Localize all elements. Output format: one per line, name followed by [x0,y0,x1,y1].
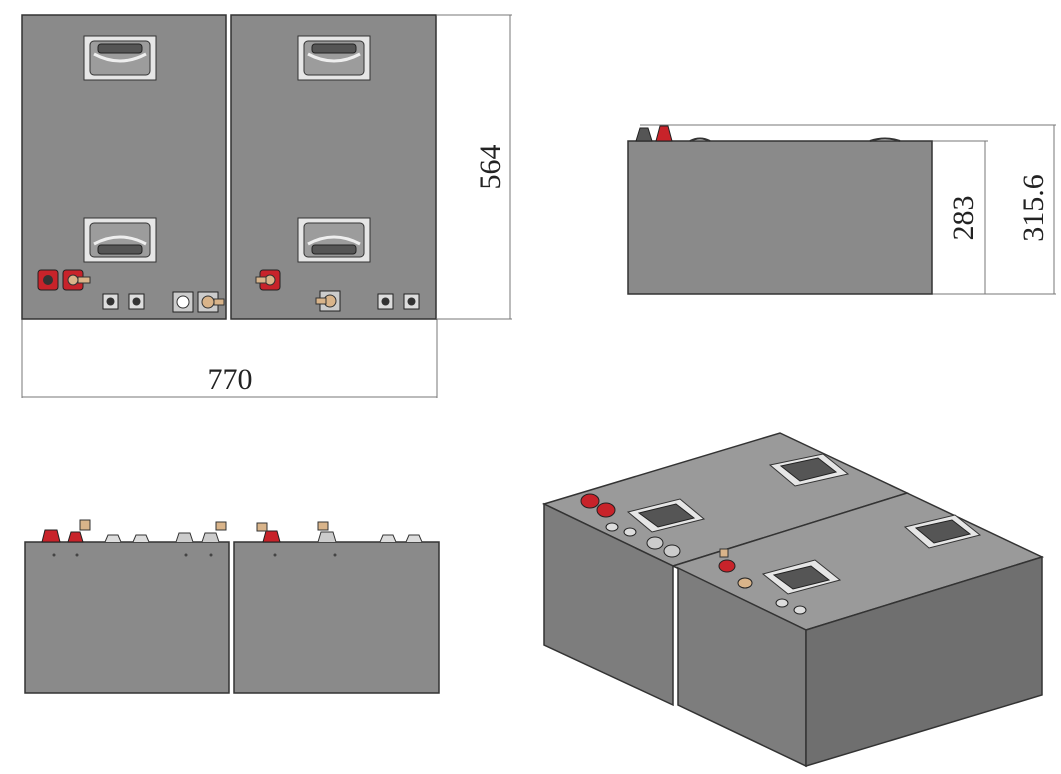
connector-port-icon [377,293,394,310]
side-view-case [627,140,933,295]
terminal-negative-icon [67,519,91,543]
handle-icon [83,217,157,263]
handle-icon [83,35,157,81]
handle-icon [297,35,371,81]
terminal-negative-icon [62,269,91,291]
front-view-module-left [24,541,230,694]
handle-icon [761,559,842,595]
top-view: 564 770 [21,14,512,398]
connector-port-icon [197,291,225,313]
iso-side-face-back [543,502,674,707]
terminal-positive-icon [255,269,281,291]
front-view [24,519,440,694]
terminal-positive-icon [41,529,61,543]
connector-port-icon [403,293,420,310]
terminal-positive-icon [718,548,736,573]
isometric-view [541,432,1045,768]
handle-icon [297,217,371,263]
terminal-positive-icon [37,269,59,291]
handle-icon [626,498,706,533]
connector-port-icon [128,293,145,310]
dimension-depth: 564 [474,145,507,190]
terminal-positive-icon [635,127,653,142]
dimension-case-height: 283 [947,196,980,241]
terminal-positive-icon [256,522,281,543]
iso-right-face [805,555,1043,768]
terminal-negative-icon [596,502,616,518]
handle-icon [903,514,982,549]
connector-port-icon [605,522,807,615]
connector-port-icon [172,291,194,313]
dimension-total-height: 315.6 [1017,174,1050,242]
terminal-negative-icon [655,125,673,142]
side-view: 283 315.6 [627,124,1056,295]
connector-port-icon [102,293,119,310]
front-view-module-right [233,541,440,694]
handle-icon [768,453,850,487]
terminal-positive-icon [580,493,600,509]
connector-port-icon [315,290,341,312]
dimension-width: 770 [208,363,253,396]
